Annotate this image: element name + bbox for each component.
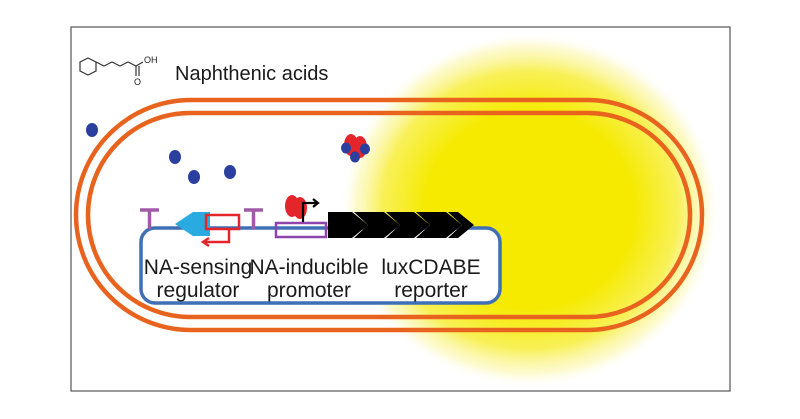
- lux-gene-c: [328, 212, 368, 238]
- regulator-label-line1: NA-sensing: [144, 256, 253, 279]
- compound-name: Naphthenic acids: [175, 63, 328, 85]
- molecule-dot: [224, 165, 236, 179]
- plasmid: [139, 226, 502, 305]
- molecule-dot: [86, 123, 98, 137]
- naphthenic-acid-molecules: [86, 123, 236, 184]
- inducible-promoter-box: [274, 221, 328, 239]
- naphthenic-acid-molecule-icon: [79, 57, 144, 76]
- oh-label: OH: [144, 55, 158, 65]
- reporter-label-line2: reporter: [394, 279, 468, 302]
- regulator-ligand-complex: [341, 134, 370, 163]
- lux-gene-a: [386, 212, 430, 238]
- regulator-label-line2: regulator: [157, 279, 240, 302]
- regulator-promoter-box: [204, 213, 241, 231]
- promoter-label-line1: NA-inducible: [249, 256, 368, 279]
- lux-gene-d: [354, 212, 400, 238]
- carbonyl-o-label: O: [134, 77, 141, 87]
- molecule-dot: [188, 170, 200, 184]
- promoter-arrow-icon: [200, 229, 231, 248]
- promoter-label-line2: promoter: [267, 279, 351, 302]
- molecule-dot: [169, 150, 181, 164]
- lux-gene-e: [448, 212, 474, 238]
- terminator-icon: [244, 208, 263, 229]
- lux-gene-b: [416, 212, 462, 238]
- reporter-label-line1: luxCDABE: [381, 256, 480, 279]
- outer-membrane: [73, 97, 705, 333]
- bioluminescence-glow: [340, 32, 720, 388]
- regulator-gene: [175, 212, 210, 236]
- inner-membrane: [85, 110, 693, 320]
- terminator-icon: [140, 208, 159, 229]
- promoter-arrow-icon: [301, 198, 320, 222]
- lux-operon: [328, 212, 474, 238]
